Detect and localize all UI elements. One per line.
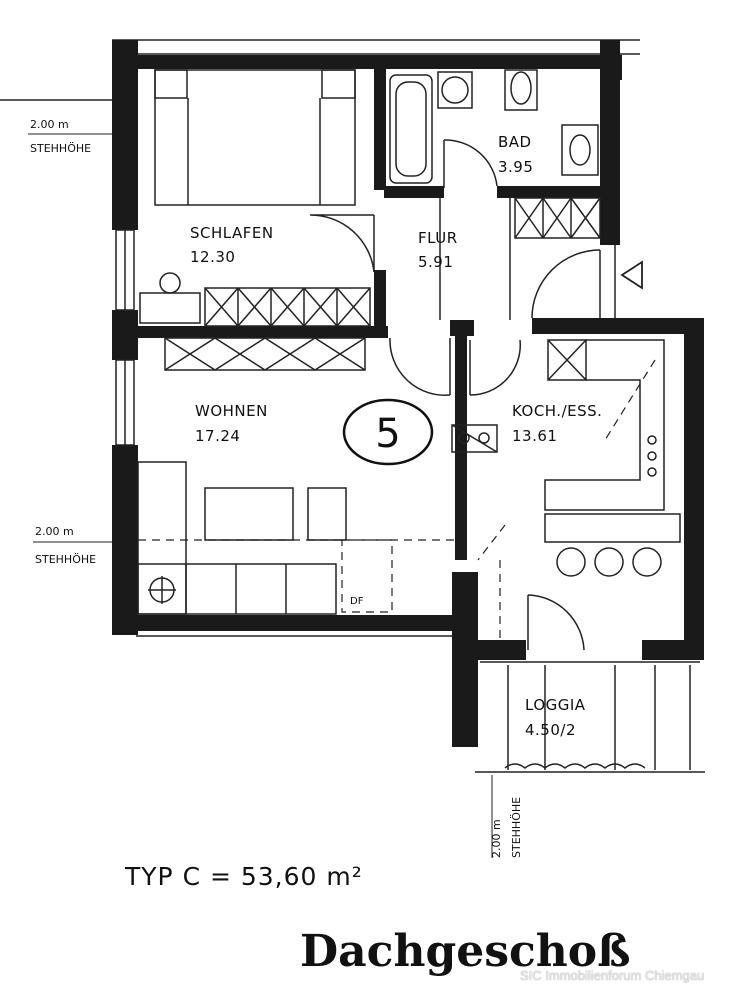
room-name-wohnen: WOHNEN <box>195 402 268 420</box>
exterior-walls <box>112 40 704 747</box>
watermark: SIC Immobilienforum Chiemgau <box>520 968 705 983</box>
room-area-wohnen: 17.24 <box>195 427 240 445</box>
entrance-arrow <box>620 260 643 290</box>
furniture <box>137 69 700 770</box>
floor-title: Dachgeschoß <box>300 926 631 977</box>
room-name-loggia: LOGGIA <box>525 696 586 714</box>
room-labels: SCHLAFEN 12.30 BAD 3.95 FLUR 5.91 WOHNEN… <box>190 133 602 739</box>
ceiling-height-value: 2.00 m <box>490 819 503 858</box>
room-name-flur: FLUR <box>418 229 458 247</box>
unit-marker-circle <box>342 398 434 466</box>
shaft-symbol <box>451 424 498 453</box>
room-area-kochess: 13.61 <box>512 427 557 445</box>
room-area-flur: 5.91 <box>418 253 453 271</box>
apartment-type: TYP C = 53,60 m² <box>124 862 363 891</box>
ceiling-height-value: 2.00 m <box>30 118 69 131</box>
ceiling-height-bottom: 2.00 m STEHHÖHE <box>490 797 523 858</box>
room-name-bad: BAD <box>498 133 532 151</box>
room-name-kochess: KOCH./ESS. <box>512 402 602 420</box>
unit-marker: 5 <box>375 411 400 457</box>
ceiling-height-label: STEHHÖHE <box>35 553 96 566</box>
room-area-loggia: 4.50/2 <box>525 721 576 739</box>
ceiling-height-label: STEHHÖHE <box>30 142 91 155</box>
ceiling-height-top: 2.00 m STEHHÖHE <box>28 118 112 155</box>
ceiling-height-value: 2.00 m <box>35 525 74 538</box>
interior-walls <box>136 62 607 660</box>
room-area-bad: 3.95 <box>498 158 533 176</box>
ceiling-height-label: STEHHÖHE <box>510 797 523 858</box>
df-symbol: DF <box>350 596 364 607</box>
west-windows <box>115 229 135 446</box>
room-name-schlafen: SCHLAFEN <box>190 224 274 242</box>
room-area-schlafen: 12.30 <box>190 248 235 266</box>
door-swings <box>309 139 601 651</box>
ceiling-height-middle: 2.00 m STEHHÖHE <box>33 525 112 566</box>
dashed-lines <box>138 359 656 640</box>
